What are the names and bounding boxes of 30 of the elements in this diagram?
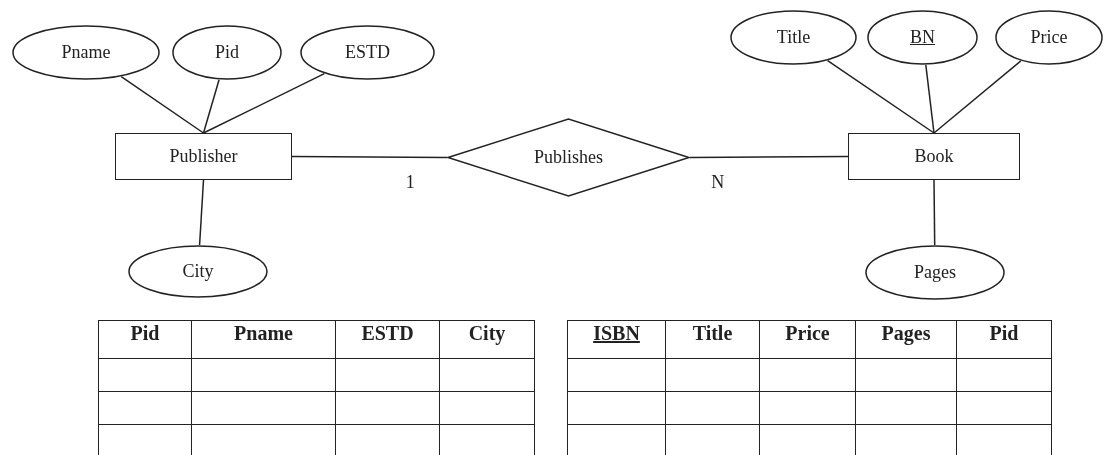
column-header: ISBN bbox=[593, 321, 640, 345]
column-header: City bbox=[468, 321, 506, 345]
column-header: Pid bbox=[989, 321, 1019, 345]
connector-line bbox=[120, 75, 205, 134]
attribute-ellipse: City bbox=[128, 245, 268, 298]
column-header: Price bbox=[785, 321, 830, 345]
column-header: Pid bbox=[130, 321, 160, 345]
relationship-diamond: Publishes bbox=[447, 118, 690, 197]
connector-line bbox=[826, 59, 935, 134]
attribute-ellipse: ESTD bbox=[300, 25, 435, 80]
entity-box: Book bbox=[848, 133, 1020, 180]
attribute-ellipse: BN bbox=[867, 10, 978, 65]
attribute-ellipse: Price bbox=[995, 10, 1103, 65]
connector-line bbox=[198, 179, 205, 246]
column-header: ESTD bbox=[361, 321, 414, 345]
connector-line bbox=[933, 179, 936, 246]
connector-line bbox=[202, 72, 326, 134]
connector-line bbox=[202, 78, 220, 134]
column-header: Pages bbox=[881, 321, 931, 345]
connector-line bbox=[925, 64, 935, 134]
attribute-ellipse: Pages bbox=[865, 245, 1005, 300]
connector-line bbox=[291, 155, 448, 159]
connector-line bbox=[689, 155, 849, 159]
column-header: Pname bbox=[234, 321, 293, 345]
entity-box: Publisher bbox=[115, 133, 292, 180]
attribute-ellipse: Title bbox=[730, 10, 857, 65]
column-header: Title bbox=[692, 321, 733, 345]
attribute-ellipse: Pid bbox=[172, 25, 282, 80]
attribute-ellipse: Pname bbox=[12, 25, 160, 80]
connector-line bbox=[933, 60, 1022, 134]
